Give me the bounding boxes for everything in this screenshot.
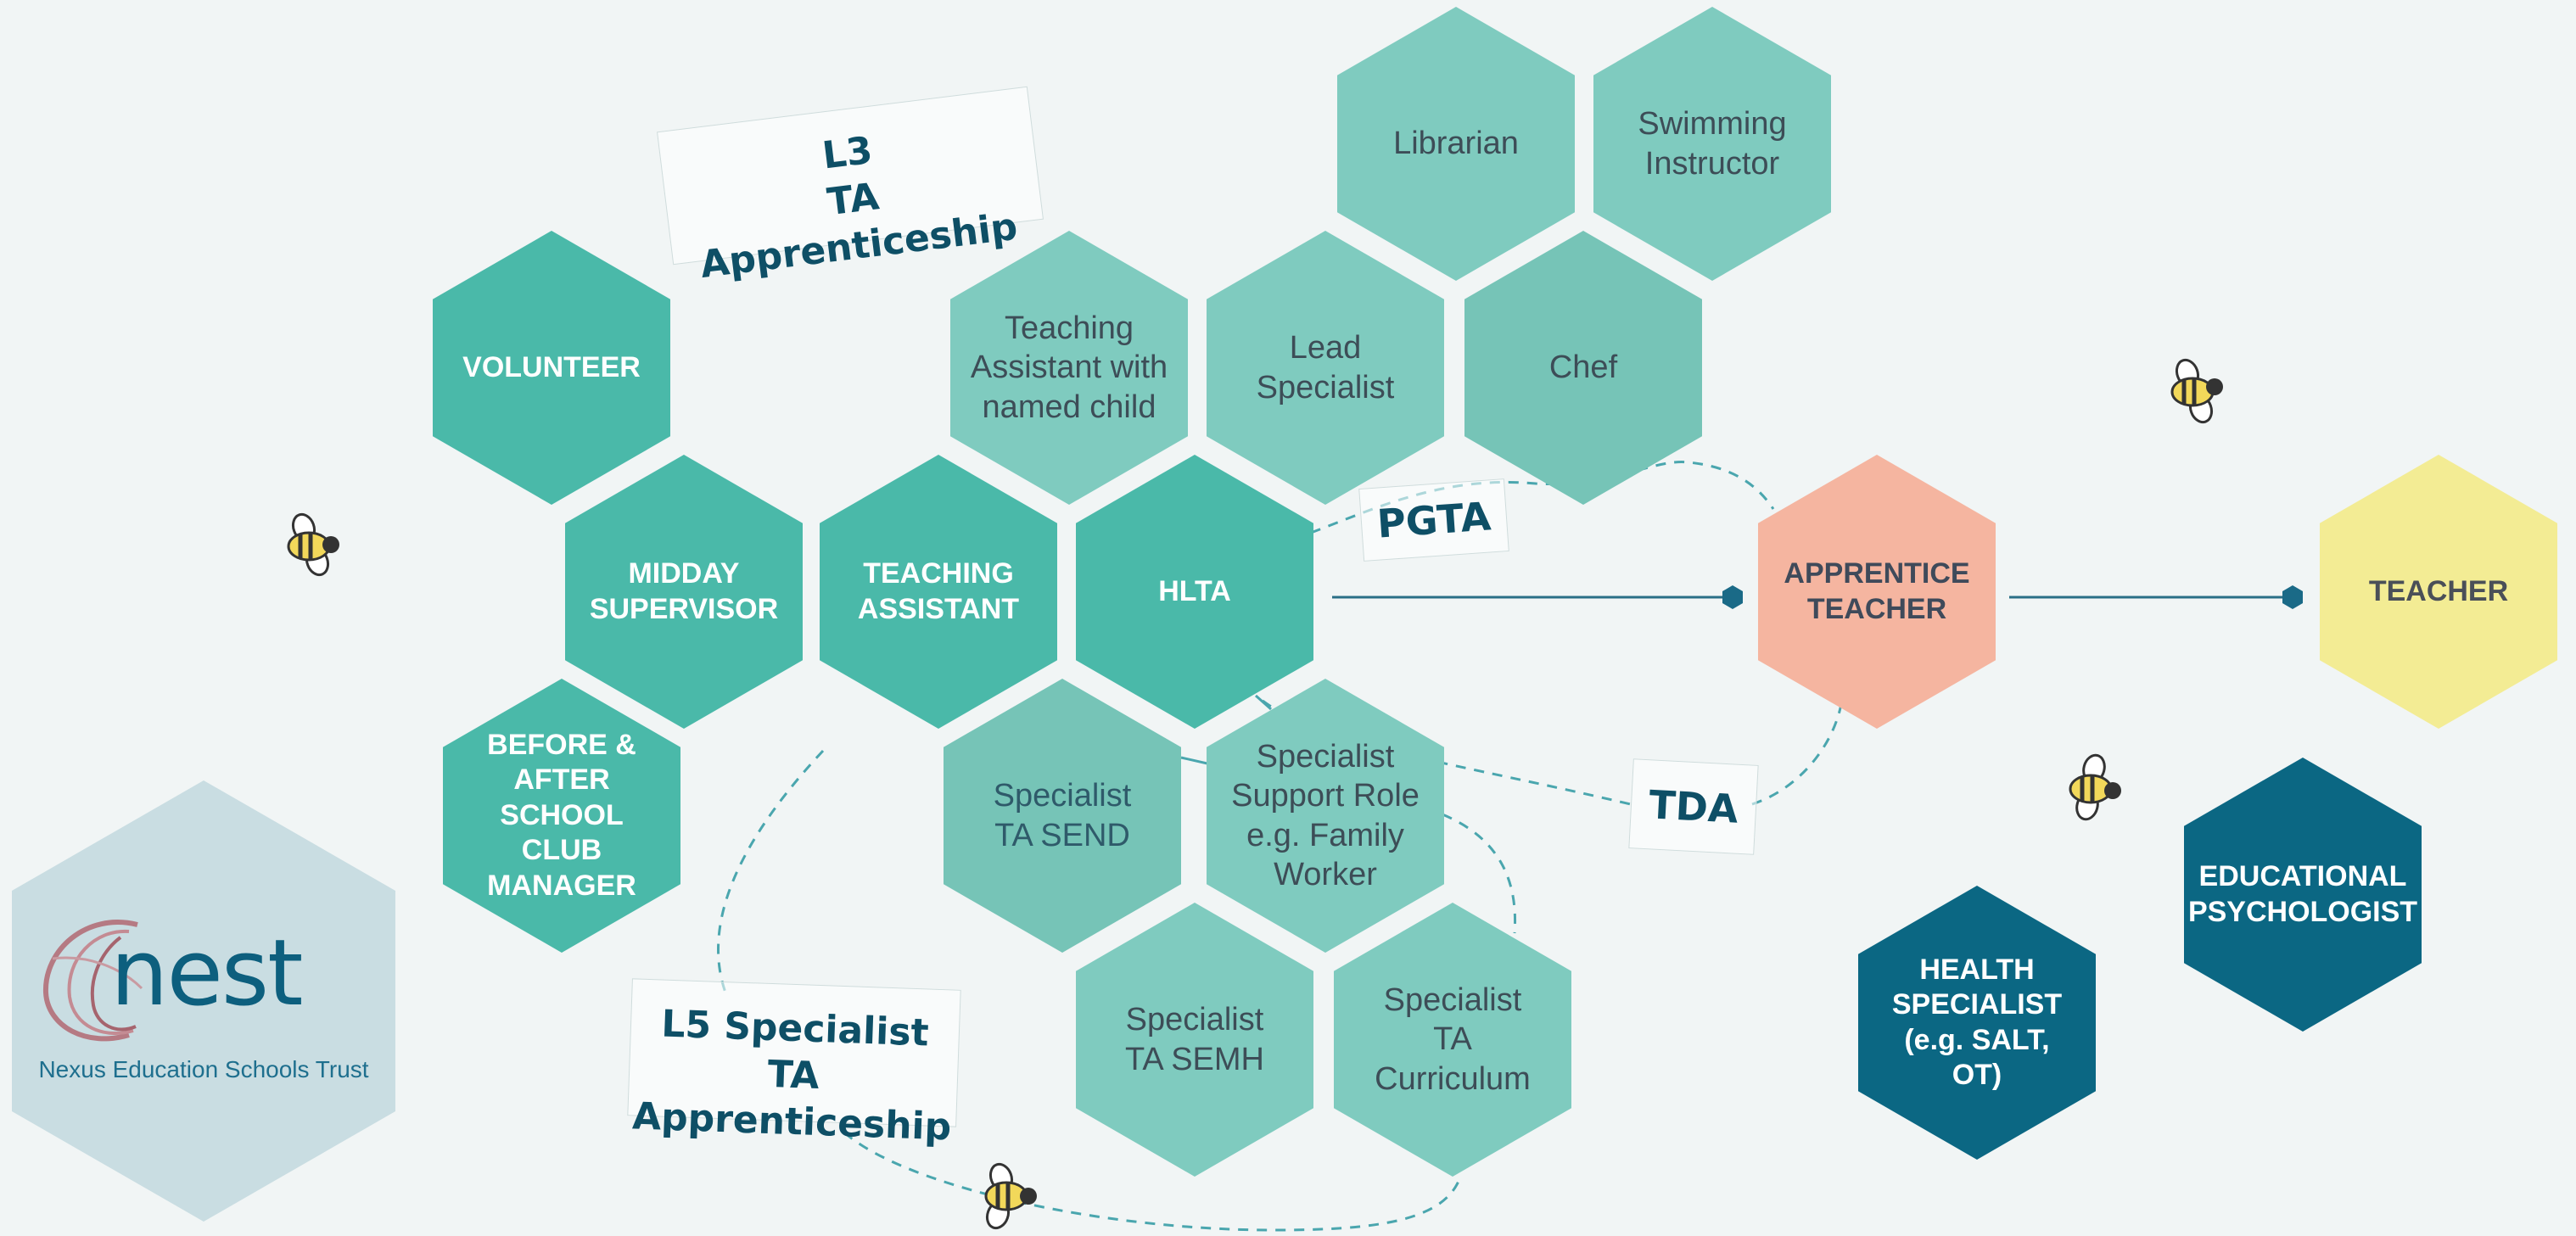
- role-label: Specialist TA SEMH: [1125, 1002, 1264, 1077]
- logo-organisation-name: Nexus Education Schools Trust: [38, 1056, 369, 1082]
- bee-icon: [984, 1162, 1037, 1230]
- role-apprentice-teacher[interactable]: APPRENTICE TEACHER: [1758, 455, 1996, 729]
- role-health-specialist[interactable]: HEALTH SPECIALIST (e.g. SALT, OT): [1858, 886, 2096, 1160]
- globe-swirl-icon: [42, 920, 143, 1042]
- bee-icon: [287, 512, 339, 577]
- role-label: EDUCATIONAL PSYCHOLOGIST: [2187, 860, 2418, 928]
- role-label: Librarian: [1393, 126, 1519, 162]
- bee-icon: [2170, 358, 2223, 424]
- role-label: APPRENTICE TEACHER: [1784, 557, 1970, 625]
- role-label: Lead Specialist: [1256, 330, 1395, 405]
- role-teacher[interactable]: TEACHER: [2320, 455, 2557, 729]
- logo-wordmark: nest: [110, 920, 304, 1026]
- role-label: Specialist TA Curriculum: [1375, 982, 1531, 1097]
- role-label: Swimming Instructor: [1638, 106, 1787, 182]
- hlta-to-apprentice-endpoint: [1722, 585, 1743, 609]
- pathway-pgta: PGTA: [1358, 478, 1509, 562]
- role-label: VOLUNTEER: [462, 350, 641, 383]
- role-label: BEFORE & AFTER SCHOOL CLUB MANAGER: [487, 728, 636, 902]
- pathway-l5-specialist-ta-apprenticeship: L5 Specialist TA Apprenticeship: [627, 978, 961, 1149]
- role-label: HEALTH SPECIALIST (e.g. SALT, OT): [1891, 953, 2063, 1091]
- pathway-tda: TDA: [1628, 758, 1759, 855]
- role-label: Chef: [1548, 350, 1618, 386]
- role-label: TEACHER: [2368, 574, 2509, 607]
- role-label: Teaching Assistant with named child: [970, 310, 1168, 425]
- role-specialist-ta-semh[interactable]: Specialist TA SEMH: [1076, 903, 1313, 1177]
- apprentice-to-teacher-endpoint: [2282, 585, 2303, 609]
- support-to-curriculum-dashed-path: [1442, 813, 1517, 934]
- role-label: Specialist TA SEND: [993, 778, 1132, 853]
- l5-dashed-path-upper: [717, 749, 825, 993]
- role-label: Specialist Support Role e.g. Family Work…: [1231, 738, 1420, 892]
- role-educational-psychologist[interactable]: EDUCATIONAL PSYCHOLOGIST: [2184, 758, 2422, 1032]
- role-specialist-ta-curriculum[interactable]: Specialist TA Curriculum: [1334, 903, 1571, 1177]
- role-label: HLTA: [1158, 574, 1231, 607]
- role-label: MIDDAY SUPERVISOR: [589, 557, 779, 625]
- role-label: TEACHING ASSISTANT: [857, 557, 1020, 625]
- l5-dashed-path-lower: [843, 1131, 1461, 1232]
- bee-icon: [2069, 753, 2121, 821]
- pgta-dashed-path: [1310, 461, 1775, 534]
